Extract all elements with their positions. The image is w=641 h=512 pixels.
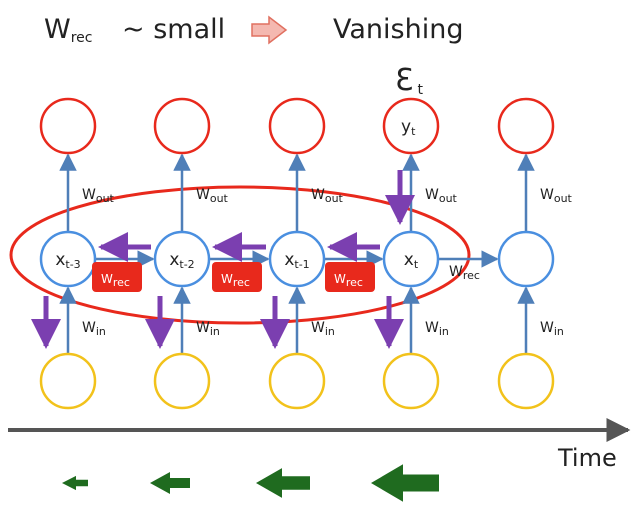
w-rec-label: Wrec <box>449 264 480 282</box>
hidden-node-label: xt-1 <box>284 250 309 271</box>
output-node <box>268 97 326 155</box>
output-node <box>153 97 211 155</box>
gradient-magnitude-arrow-icon <box>256 468 310 498</box>
w-out-label: Wout <box>311 187 344 205</box>
w-rec-box <box>92 262 142 292</box>
w-out-label: Wout <box>196 187 229 205</box>
w-rec-box-label: Wrec <box>221 272 250 289</box>
input-node <box>382 352 440 410</box>
input-node <box>497 352 555 410</box>
gradient-arrows <box>62 464 439 502</box>
w-rec-box-label: Wrec <box>101 272 130 289</box>
input-node <box>268 352 326 410</box>
hidden-node <box>382 230 440 288</box>
w-in-label: Win <box>196 320 220 338</box>
output-node <box>497 97 555 155</box>
w-in-label: Win <box>540 320 564 338</box>
input-node <box>39 352 97 410</box>
w-rec-box-label: Wrec <box>334 272 363 289</box>
w-rec-box <box>325 262 375 292</box>
w-out-label: Wout <box>540 187 573 205</box>
w-out-label: Wout <box>425 187 458 205</box>
w-in-label: Win <box>82 320 106 338</box>
time-label: Time <box>557 444 617 472</box>
w-rec-box <box>212 262 262 292</box>
hidden-node <box>39 230 97 288</box>
title-result: Vanishing <box>333 14 463 45</box>
output-node <box>382 97 440 155</box>
gradient-magnitude-arrow-icon <box>62 475 88 491</box>
gradient-magnitude-arrow-icon <box>150 472 190 494</box>
hidden-node <box>268 230 326 288</box>
unrolled-region-ellipse <box>9 185 471 325</box>
title-condition: ~ small <box>122 14 225 45</box>
hidden-node-label: xt-2 <box>169 250 194 271</box>
hidden-node <box>497 230 555 288</box>
hidden-node-label: xt <box>404 250 419 271</box>
gradient-magnitude-arrow-icon <box>371 464 439 502</box>
condition-arrow-icon <box>251 15 288 45</box>
output-node <box>39 97 97 155</box>
input-node <box>153 352 211 410</box>
hidden-node <box>153 230 211 288</box>
w-out-label: Wout <box>82 187 115 205</box>
output-node-label: yt <box>401 117 416 138</box>
hidden-node-label: xt-3 <box>55 250 80 271</box>
w-in-label: Win <box>425 320 449 338</box>
w-in-label: Win <box>311 320 335 338</box>
title-w-rec: Wrec <box>44 14 92 46</box>
